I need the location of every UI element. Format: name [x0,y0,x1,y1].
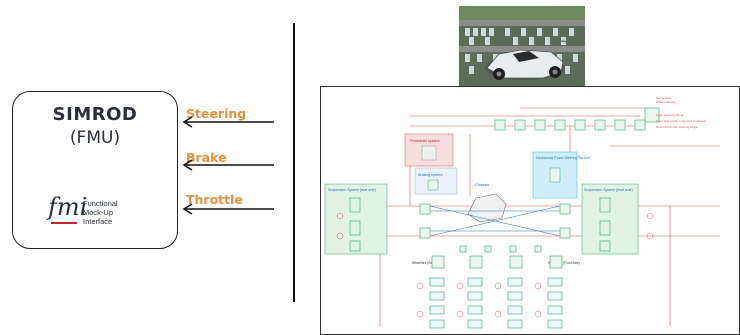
fmi-logo-line-1: Functional [83,199,118,208]
label-wheels-front: Wheel/tire (Front Axle) [548,261,580,265]
label-suspension-front: Suspension System (front axle) [584,188,633,192]
svg-text:Front axle position steering c: Front axle position steering command [656,119,706,123]
fmi-logo-line-2: Mock-Up [83,208,114,217]
label-suspension-rear: Suspension System (rear axle) [328,188,376,192]
input-label-steering: Steering [186,106,247,121]
svg-text:Wheel velocity: Wheel velocity [656,100,676,104]
input-label-throttle: Throttle [186,192,243,207]
fmu-title: SIMROD [52,104,138,125]
fmu-subtitle: (FMU) [69,128,121,148]
fmi-logo-line-3: Interface [83,217,113,226]
fmu-block: SIMROD (FMU) fmi Functional Mock-Up Inte… [12,91,178,249]
section-divider [293,23,295,302]
svg-text:Reset horizontal steering angl: Reset horizontal steering angle [656,125,698,129]
fmi-logo-underline [51,222,77,224]
label-steering-system: Mechanical Power Steering System [536,156,590,160]
throttle-arrow [182,203,274,215]
fmi-logo-mark: fmi [48,193,88,221]
vehicle-aerial-image [459,6,585,86]
svg-text:Front steering wheel: Front steering wheel [656,113,684,117]
label-chassis: Chassis [475,182,489,187]
label-wheels-rear: Wheel/tire (Rear Axle) [412,261,443,265]
label-powertrain: Powertrain system [410,139,440,143]
vehicle-system-diagram: Get velocity Wheel velocity Front steeri… [320,86,740,335]
label-braking: Braking system [418,173,443,177]
steering-arrow [182,116,274,128]
input-label-brake: Brake [186,150,227,165]
fmi-logo-text: Functional Mock-Up Interface [83,199,118,226]
svg-text:Get velocity: Get velocity [656,96,672,100]
brake-arrow [182,159,274,171]
